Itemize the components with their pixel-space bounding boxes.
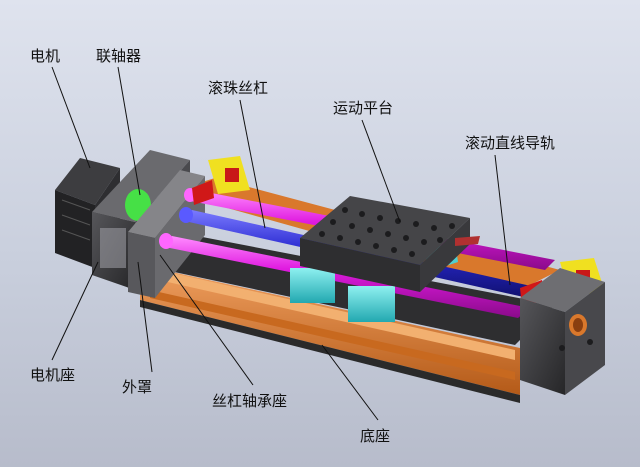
callout-motor-seat [51, 261, 99, 361]
label-motor: 电机 [30, 47, 61, 65]
callout-coupling [117, 66, 141, 196]
label-ball-screw: 滚珠丝杠 [208, 79, 269, 97]
callout-platform [361, 119, 401, 223]
callout-motor [51, 66, 91, 169]
callout-ball-screw [239, 99, 266, 229]
label-motion-platform: 运动平台 [333, 99, 394, 117]
outer-cover [128, 170, 205, 298]
callout-bearing-seat [159, 254, 254, 386]
callout-base [321, 344, 379, 421]
label-base: 底座 [360, 427, 391, 445]
label-screw-bearing-seat: 丝杠轴承座 [212, 392, 288, 410]
label-motor-seat: 电机座 [30, 366, 76, 384]
label-outer-cover: 外罩 [122, 378, 153, 396]
callout-lines [51, 66, 511, 421]
motion-platform [300, 196, 480, 292]
callout-guide [494, 154, 511, 286]
callout-cover [137, 261, 153, 373]
end-bearing-seat [520, 268, 605, 395]
label-coupling: 联轴器 [96, 47, 142, 65]
label-linear-guide: 滚动直线导轨 [465, 134, 556, 152]
